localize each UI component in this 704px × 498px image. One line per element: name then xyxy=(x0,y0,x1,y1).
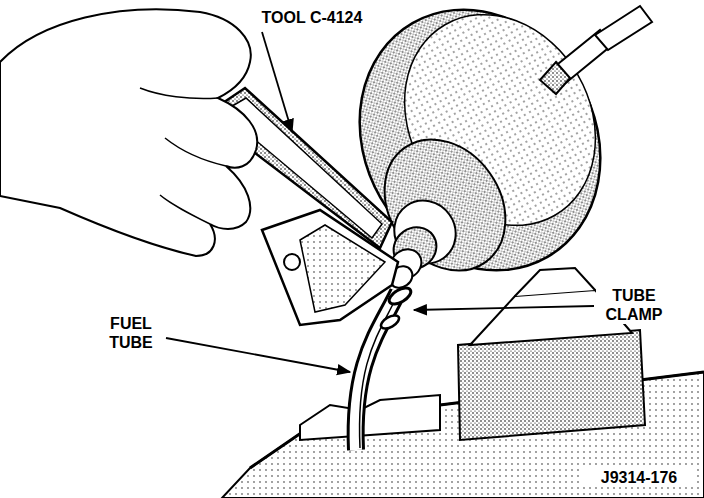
part-label: TOOL C-4124 xyxy=(250,8,374,27)
leader-lines xyxy=(166,32,594,372)
hand xyxy=(0,9,257,256)
part-label: TUBE CLAMP xyxy=(596,286,672,324)
part-label: FUEL TUBE xyxy=(98,314,164,352)
figure-number: J9314-176 xyxy=(582,468,696,487)
